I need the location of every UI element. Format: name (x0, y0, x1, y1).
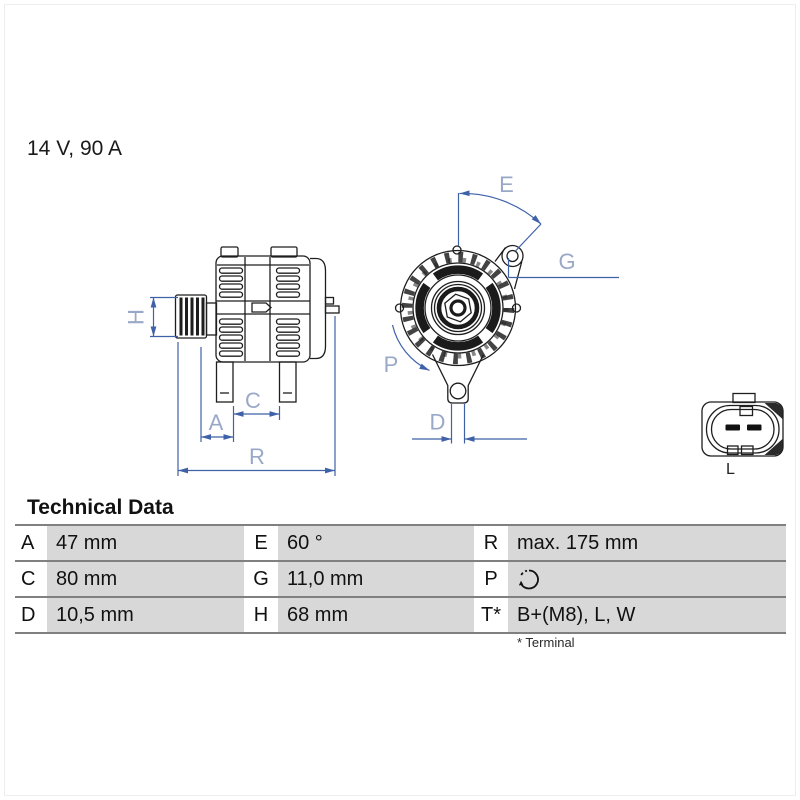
tech-value: 10,5 mm (47, 598, 244, 632)
terminal-footnote: * Terminal (517, 635, 575, 650)
dim-label-a: A (209, 410, 224, 435)
tech-key: P (474, 562, 508, 596)
table-row: A 47 mm E 60 ° R max. 175 mm (15, 524, 786, 560)
tech-value: 80 mm (47, 562, 244, 596)
technical-data-heading: Technical Data (27, 496, 174, 519)
product-rating-title: 14 V, 90 A (27, 137, 122, 160)
tech-key: E (244, 526, 278, 560)
tech-key: H (244, 598, 278, 632)
tech-key: T* (474, 598, 508, 632)
rotation-direction-icon (518, 569, 539, 589)
technical-data-table: A 47 mm E 60 ° R max. 175 mm C 80 mm G 1… (15, 524, 786, 634)
tech-value: 60 ° (278, 526, 474, 560)
tech-key: D (15, 598, 47, 632)
front-view-dimensions: E G P D (384, 172, 619, 444)
dim-label-d: D (430, 410, 446, 435)
table-row: C 80 mm G 11,0 mm P (15, 560, 786, 596)
connector-terminal-label: L (726, 461, 735, 478)
connector-plug-drawing: L (701, 392, 784, 478)
alternator-front-view (394, 244, 524, 404)
tech-value: 47 mm (47, 526, 244, 560)
dim-label-g: G (558, 249, 575, 274)
side-view-dimensions: H A C R (124, 296, 336, 476)
technical-drawing: H A C R (124, 172, 784, 478)
tech-value: 68 mm (278, 598, 474, 632)
tech-key: R (474, 526, 508, 560)
dim-label-h: H (124, 309, 149, 325)
tech-key: C (15, 562, 47, 596)
alternator-side-view (174, 246, 340, 403)
dim-label-p: P (384, 352, 399, 377)
dim-label-c: C (245, 388, 261, 413)
tech-value: max. 175 mm (508, 526, 786, 560)
tech-value: 11,0 mm (278, 562, 474, 596)
tech-value: B+(M8), L, W (508, 598, 786, 632)
connector-pin (747, 424, 762, 431)
connector-pin (725, 424, 740, 431)
tech-key: G (244, 562, 278, 596)
tech-value-rotation (508, 562, 786, 596)
dim-label-r: R (249, 444, 265, 469)
table-row: D 10,5 mm H 68 mm T* B+(M8), L, W (15, 596, 786, 632)
tech-key: A (15, 526, 47, 560)
dim-label-e: E (499, 172, 514, 197)
